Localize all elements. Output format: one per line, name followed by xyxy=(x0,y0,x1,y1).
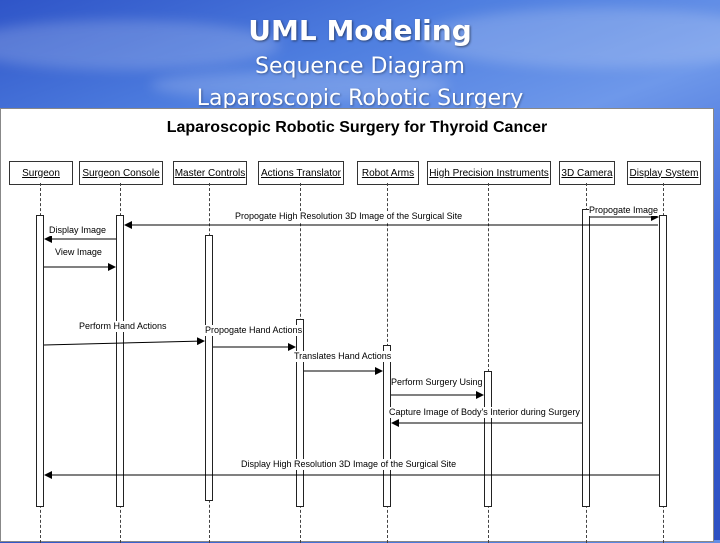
message-label-translates-hand-actions: Translates Hand Actions xyxy=(294,351,392,362)
diagram-title: Laparoscopic Robotic Surgery for Thyroid… xyxy=(166,119,548,136)
arrow-perform-hand-actions xyxy=(43,337,205,346)
dashed-line-high-precision-instruments xyxy=(488,183,489,543)
activation-3d-camera xyxy=(582,209,590,507)
message-label-display-image: Display Image xyxy=(49,225,107,236)
message-label-perform-surgery-using: Perform Surgery Using xyxy=(391,377,483,388)
activation-master-controls xyxy=(205,235,213,501)
message-label-perform-hand-actions: Perform Hand Actions xyxy=(79,321,167,332)
lifeline-surgeon: Surgeon xyxy=(9,161,73,185)
lifeline-surgeon-console: Surgeon Console xyxy=(79,161,163,185)
message-label-propogate-image: Propogate Image xyxy=(589,205,659,216)
message-label-capture-image: Capture Image of Body's Interior during … xyxy=(389,407,580,418)
message-arrows xyxy=(43,213,659,479)
lifeline-display-system: Display System xyxy=(627,161,701,185)
activation-robot-arms xyxy=(383,345,391,507)
lifeline-robot-arms: Robot Arms xyxy=(357,161,419,185)
slide-title: UML Modeling xyxy=(248,14,472,47)
slide-subtitle: Sequence Diagram xyxy=(255,54,465,79)
message-label-display-high-res-image: Display High Resolution 3D Image of the … xyxy=(241,459,457,470)
slide-subtitle-2: Laparoscopic Robotic Surgery xyxy=(196,86,524,111)
lifeline-3d-camera: 3D Camera xyxy=(559,161,615,185)
message-label-propogate-high-res-image: Propogate High Resolution 3D Image of th… xyxy=(235,211,463,222)
lifeline-master-controls: Master Controls xyxy=(173,161,247,185)
message-label-view-image: View Image xyxy=(55,247,102,258)
activation-surgeon xyxy=(36,215,44,507)
activation-high-precision-instruments xyxy=(484,371,492,507)
sequence-diagram: Laparoscopic Robotic Surgery for Thyroid… xyxy=(0,108,714,543)
activation-surgeon-console xyxy=(116,215,124,507)
lifeline-high-precision-instruments: High Precision Instruments xyxy=(427,161,551,185)
message-label-propogate-hand-actions: Propogate Hand Actions xyxy=(205,325,303,336)
lifeline-actions-translator: Actions Translator xyxy=(258,161,344,185)
activation-display-system xyxy=(659,215,667,507)
activation-actions-translator xyxy=(296,319,304,507)
